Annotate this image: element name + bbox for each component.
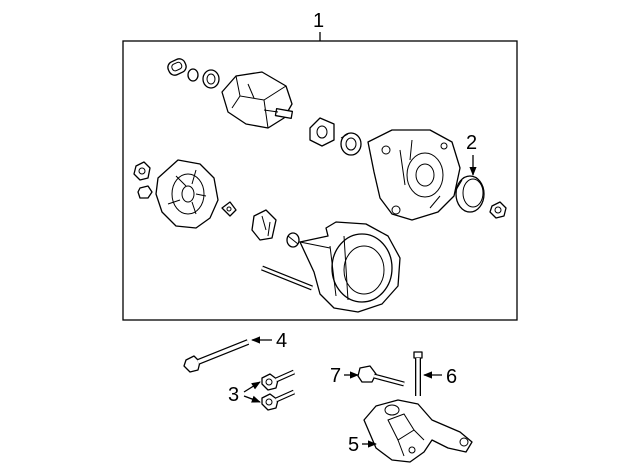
long-bolt-part: [183, 339, 250, 373]
clip-part: [221, 201, 237, 217]
bearing-small-part: [202, 69, 220, 89]
brush-holder-part: [251, 209, 277, 241]
bearing-part: [340, 132, 362, 156]
bolt-upper-part: [261, 369, 296, 391]
bolt-lower-part: [261, 389, 296, 411]
callout-3: 3: [228, 384, 239, 406]
callout-2: 2: [466, 132, 477, 154]
callout-6: 6: [446, 366, 457, 388]
rear-housing-part: [155, 159, 219, 229]
mounting-bracket-part: [363, 399, 473, 463]
retainer-washer-part: [286, 232, 300, 248]
gasket-part: [309, 117, 335, 147]
callout-3-leader-lower: [243, 395, 261, 403]
alternator-assembly-frame: [122, 40, 518, 321]
callout-3-leader-upper: [243, 381, 261, 393]
rotor-part: [221, 71, 294, 129]
seal-ring-part: [167, 58, 187, 76]
pulley-nut-part: [489, 201, 507, 219]
vertical-bolt-part: [413, 351, 423, 396]
through-bolt-part: [261, 265, 313, 291]
callout-1: 1: [313, 10, 324, 32]
callout-5: 5: [348, 434, 359, 456]
pulley-part: [455, 175, 485, 213]
nut-part: [133, 161, 151, 181]
washer-part: [187, 68, 199, 82]
callout-4: 4: [276, 330, 287, 352]
stud-bolt-part: [357, 365, 405, 387]
nut-small-part: [137, 185, 153, 199]
callout-7: 7: [330, 365, 341, 387]
front-housing-part: [367, 129, 461, 221]
stator-housing-part: [299, 221, 401, 313]
